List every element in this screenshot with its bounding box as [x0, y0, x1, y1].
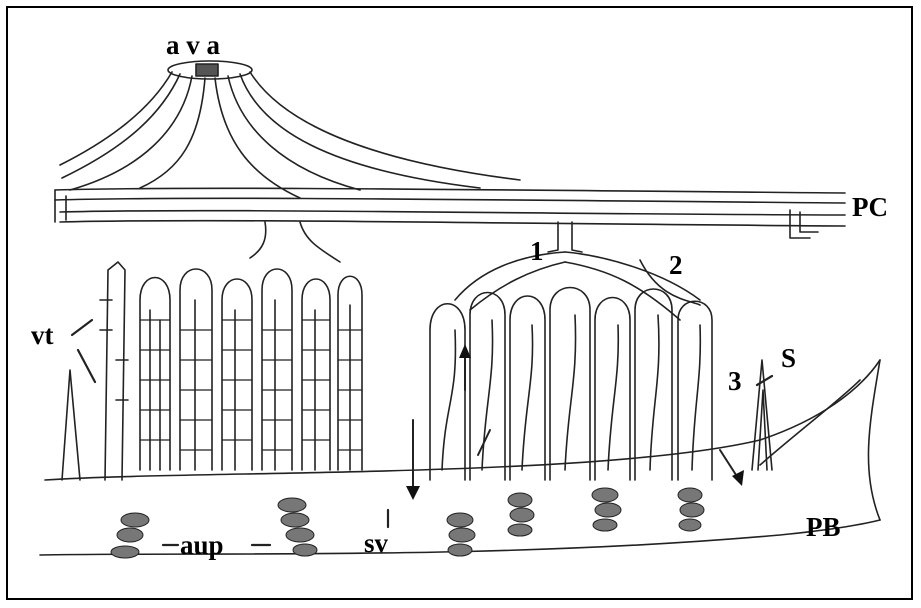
ava-vessel-bundle: [60, 61, 520, 198]
vt-terminals: [62, 262, 128, 480]
label-pc: PC: [852, 194, 888, 221]
label-aup: aup: [180, 532, 224, 559]
label-branch-3: 3: [728, 368, 742, 395]
branch-1-arcade: [455, 222, 700, 320]
label-vt: vt: [31, 322, 54, 349]
label-branch-1: 1: [530, 238, 544, 265]
sprout-s: [752, 360, 772, 470]
left-capillary-mesh: [140, 320, 362, 450]
label-sv: sv: [364, 530, 388, 557]
label-ava: a v a: [166, 32, 220, 59]
pc-channel: [55, 188, 845, 238]
label-pb: PB: [806, 514, 841, 541]
label-s: S: [781, 345, 796, 372]
label-branch-2: 2: [669, 252, 683, 279]
pointer-lines: [72, 320, 772, 545]
branch-2-trunk: [250, 222, 340, 262]
right-capillary-loops: [430, 288, 712, 481]
flow-arrows: [413, 355, 738, 490]
